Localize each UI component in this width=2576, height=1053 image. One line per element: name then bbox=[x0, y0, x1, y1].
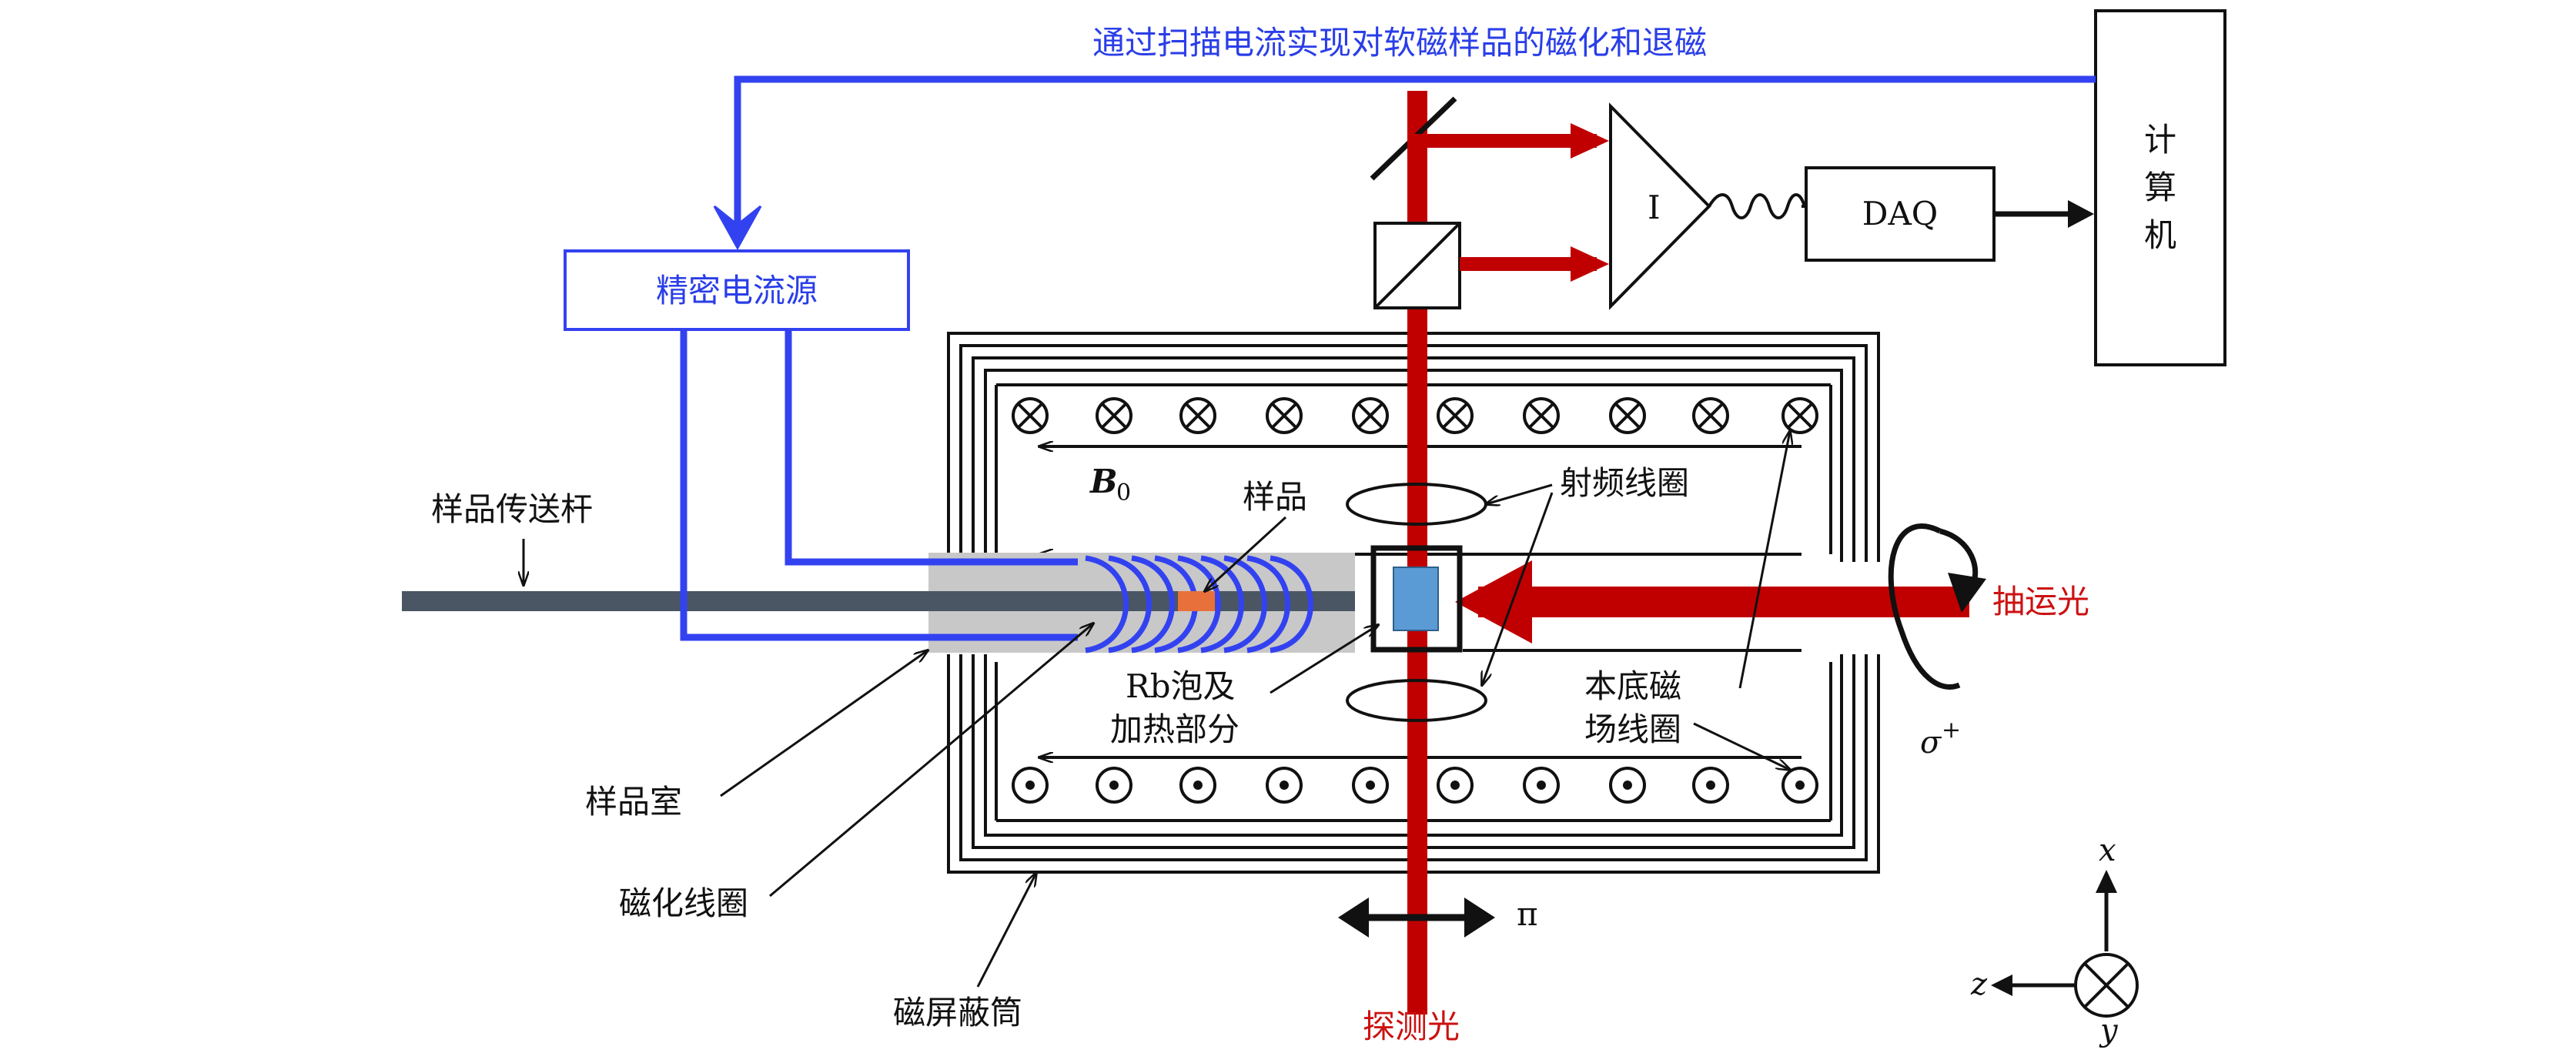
sample-label: 样品 bbox=[1243, 478, 1307, 516]
rf-pointer-top bbox=[1486, 483, 1553, 504]
probe-light-label: 探测光 bbox=[1363, 1008, 1460, 1045]
coil-dot-symbol bbox=[1523, 767, 1560, 804]
magnetizing-coil-turn bbox=[1246, 555, 1290, 654]
rf-pointer-bottom bbox=[1482, 492, 1554, 685]
cell-label-line1: Rb泡及 bbox=[1126, 667, 1236, 705]
pi-arrow-right bbox=[1464, 898, 1495, 938]
signal-cable bbox=[1708, 193, 1807, 219]
coil-cross-symbol bbox=[1437, 397, 1474, 434]
beam-splitter-diagonal bbox=[1373, 222, 1461, 309]
coil-cross-symbol bbox=[1012, 397, 1049, 434]
cell-label-line2: 加热部分 bbox=[1110, 710, 1239, 748]
sigma-label: σ bbox=[1920, 725, 1942, 760]
magnetizing-coil-turn bbox=[1085, 555, 1129, 654]
magnetizing-coil-turn bbox=[1223, 555, 1267, 654]
coil-cross-symbol bbox=[1352, 397, 1389, 434]
cell-pointer bbox=[1270, 625, 1378, 694]
upper-branch-arrowhead bbox=[1571, 123, 1609, 159]
coil-dot-symbol bbox=[1692, 767, 1729, 804]
coil-dot-symbol bbox=[1266, 767, 1303, 804]
sample-pointer bbox=[1205, 516, 1287, 591]
control-line bbox=[734, 75, 2096, 228]
sample-piece bbox=[1178, 591, 1215, 611]
daq-label: DAQ bbox=[1862, 195, 1938, 232]
sample-chamber-pointer bbox=[720, 650, 928, 797]
coil-dot-symbol bbox=[1096, 767, 1132, 804]
pi-label: π bbox=[1517, 895, 1538, 933]
bias-pointer-top bbox=[1738, 431, 1790, 689]
sigma-arrowhead bbox=[1948, 573, 1986, 613]
daq-box bbox=[1805, 166, 1996, 262]
sample-rod-label: 样品传送杆 bbox=[431, 490, 593, 528]
control-line-arrowhead bbox=[713, 205, 762, 251]
coil-cross-symbol bbox=[1096, 397, 1132, 434]
magnetizing-coil-turn bbox=[1131, 555, 1175, 654]
axis-x-label: x bbox=[2099, 833, 2116, 868]
shield-label: 磁屏蔽筒 bbox=[893, 994, 1022, 1031]
coordinate-axes bbox=[1991, 870, 2139, 1018]
bias-coil-label-line2: 场线圈 bbox=[1584, 710, 1681, 748]
coil-cross-symbol bbox=[1523, 397, 1560, 434]
daq-arrowhead bbox=[2068, 200, 2094, 228]
coil-cross-symbol bbox=[1781, 397, 1818, 434]
current-source-wires bbox=[680, 329, 1078, 641]
coil-dot-symbol bbox=[1179, 767, 1216, 804]
computer-label-2: 算 bbox=[2144, 169, 2176, 206]
pump-beam bbox=[1478, 587, 1969, 617]
computer-box bbox=[2094, 9, 2226, 366]
sigma-sup: + bbox=[1942, 717, 1961, 744]
coil-dot-symbol bbox=[1437, 767, 1474, 804]
coil-dot-symbol bbox=[1781, 767, 1818, 804]
top-caption: 通过扫描电流实现对软磁样品的磁化和退磁 bbox=[1092, 24, 1707, 62]
computer-label-3: 机 bbox=[2144, 216, 2176, 254]
precision-current-source bbox=[564, 249, 910, 331]
computer-label-1: 计 bbox=[2144, 121, 2176, 159]
pump-light-label: 抽运光 bbox=[1992, 583, 2089, 620]
b0-subscript: 0 bbox=[1116, 480, 1131, 506]
rf-coil-label: 射频线圈 bbox=[1560, 464, 1689, 502]
axis-y-label: y bbox=[2099, 1013, 2119, 1048]
magnetizing-coil-turn bbox=[1108, 555, 1152, 654]
bias-coil-cross-row bbox=[1012, 397, 1818, 434]
magnetizing-coil-label: 磁化线圈 bbox=[619, 884, 748, 922]
pump-beam-arrowhead bbox=[1455, 560, 1532, 644]
magnetizing-coil-turn bbox=[1200, 555, 1244, 654]
bias-pointer-bottom bbox=[1693, 722, 1790, 770]
heating-box bbox=[1370, 545, 1463, 653]
magnetizing-coil-turn bbox=[1270, 555, 1313, 654]
pi-arrow-left bbox=[1338, 898, 1369, 938]
sample-chamber-label: 样品室 bbox=[585, 783, 682, 821]
coil-dot-symbol bbox=[1609, 767, 1646, 804]
coil-dot-symbol bbox=[1012, 767, 1049, 804]
sample-rod-inside bbox=[928, 591, 1355, 611]
coil-cross-symbol bbox=[1609, 397, 1646, 434]
rf-coil-bottom bbox=[1346, 679, 1487, 722]
probe-beam-upper-branch bbox=[1427, 134, 1597, 148]
coil-dot-symbol bbox=[1352, 767, 1389, 804]
lower-branch-arrowhead bbox=[1571, 246, 1609, 282]
mirror-beam-join bbox=[1407, 134, 1427, 148]
coil-cross-symbol bbox=[1179, 397, 1216, 434]
amplifier-label: I bbox=[1648, 189, 1661, 226]
b0-label: B bbox=[1089, 463, 1118, 500]
balanced-amplifier bbox=[1609, 102, 1711, 310]
sigma-rotation-arrow-lower bbox=[1888, 523, 1961, 690]
rb-cell bbox=[1393, 567, 1439, 631]
shield-pointer bbox=[976, 873, 1036, 988]
magnetizing-coil-pointer bbox=[769, 623, 1093, 898]
coil-cross-symbol bbox=[1266, 397, 1303, 434]
axis-z-label: z bbox=[1970, 967, 1988, 1002]
magnetizing-coil-turn bbox=[1177, 555, 1221, 654]
current-source-label: 精密电流源 bbox=[656, 272, 818, 309]
bias-coil-dot-row bbox=[1012, 767, 1818, 804]
bias-coil-label-line1: 本底磁 bbox=[1584, 667, 1681, 705]
coil-cross-symbol bbox=[1692, 397, 1729, 434]
probe-beam-lower-branch bbox=[1460, 257, 1597, 271]
